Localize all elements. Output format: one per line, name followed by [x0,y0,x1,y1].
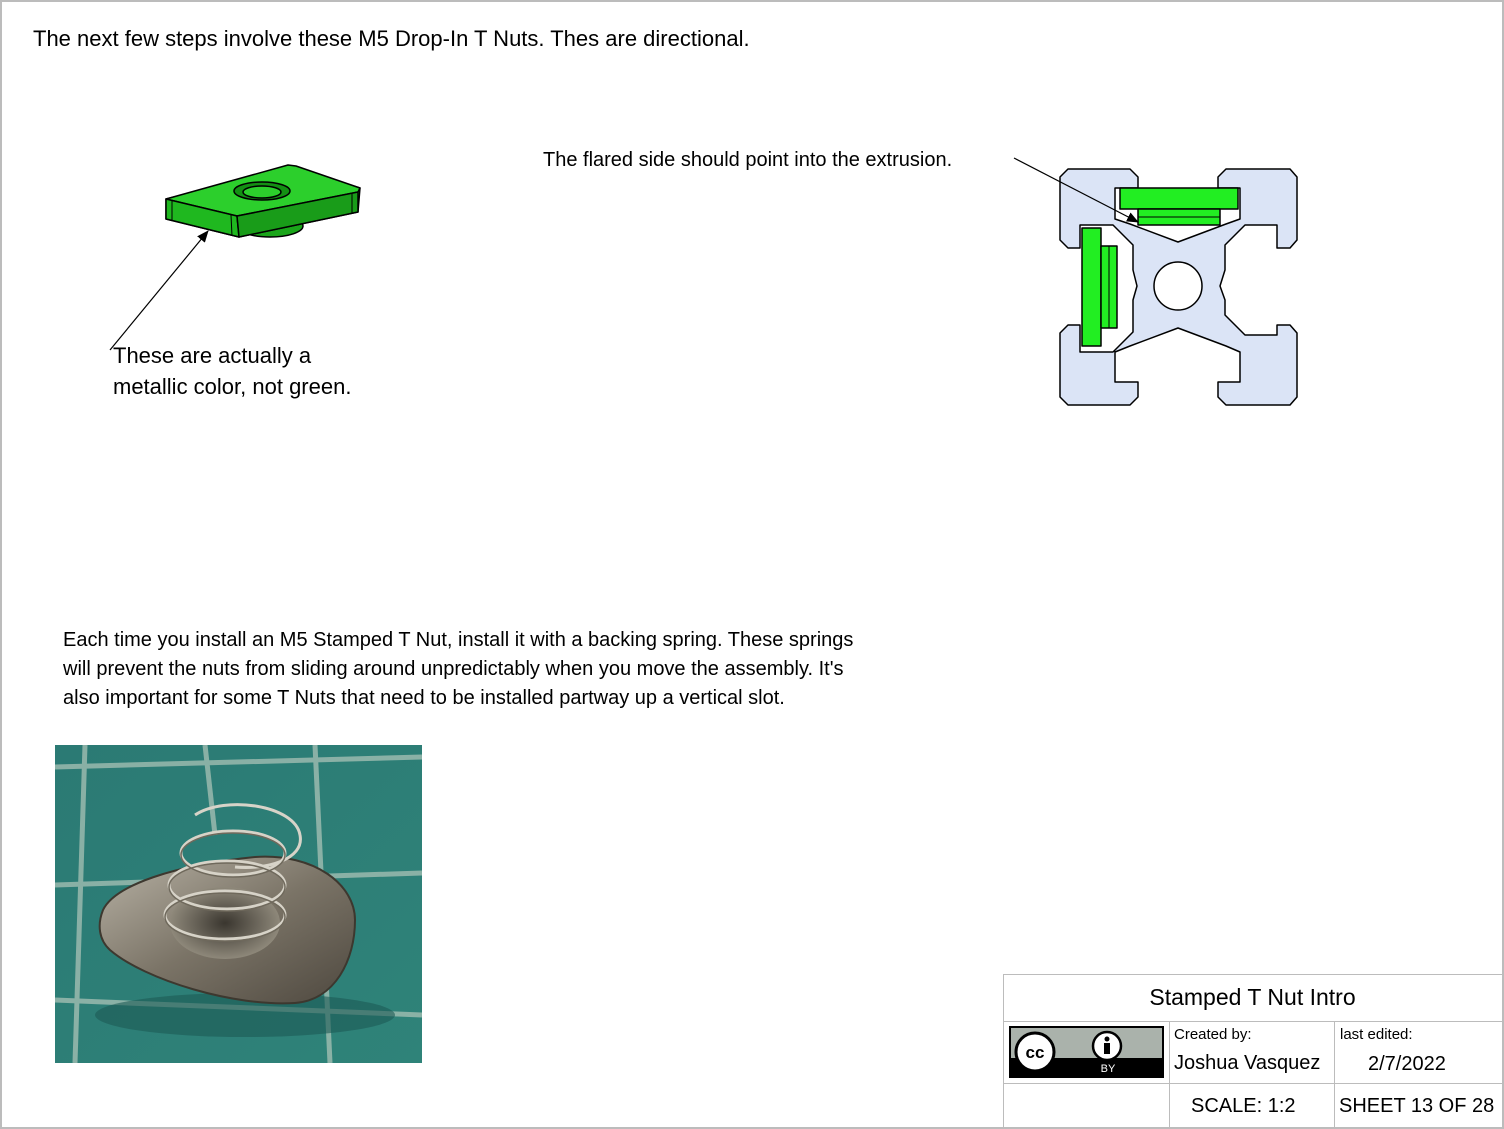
metallic-note-line-2: metallic color, not green. [113,374,352,399]
sheet-number: SHEET 13 OF 28 [1339,1095,1495,1117]
cc-text: cc [1026,1043,1045,1062]
title-block: Stamped T Nut Intro cc BY Created by: Jo… [1003,974,1502,1127]
created-by-label: Created by: [1174,1026,1252,1043]
scale-label: SCALE: 1:2 [1191,1095,1296,1117]
author-name: Joshua Vasquez [1174,1052,1321,1074]
metallic-note-line-1: These are actually a [113,343,312,368]
drawing-title: Stamped T Nut Intro [1149,984,1356,1010]
backing-spring-paragraph: Each time you install an M5 Stamped T Nu… [63,626,993,713]
leader-line-left [109,230,209,351]
leader-line-right [1013,157,1139,223]
by-text: BY [1101,1063,1116,1075]
last-edited-label: last edited: [1340,1026,1413,1043]
metallic-color-note: These are actually a metallic color, not… [113,340,443,402]
paragraph-line-2: will prevent the nuts from sliding aroun… [63,658,844,680]
paragraph-line-3: also important for some T Nuts that need… [63,687,785,709]
last-edited-date: 2/7/2022 [1368,1053,1446,1075]
intro-text: The next few steps involve these M5 Drop… [33,26,750,51]
paragraph-line-1: Each time you install an M5 Stamped T Nu… [63,629,854,651]
stamped-t-nut-spring-photo [55,745,422,1063]
cc-by-license-badge: cc BY [1009,1026,1164,1078]
drop-in-t-nut-illustration [165,164,361,238]
extrusion-cross-section [1059,168,1298,406]
flared-side-note: The flared side should point into the ex… [543,149,953,171]
cc-by-icon: cc BY [1011,1030,1162,1076]
